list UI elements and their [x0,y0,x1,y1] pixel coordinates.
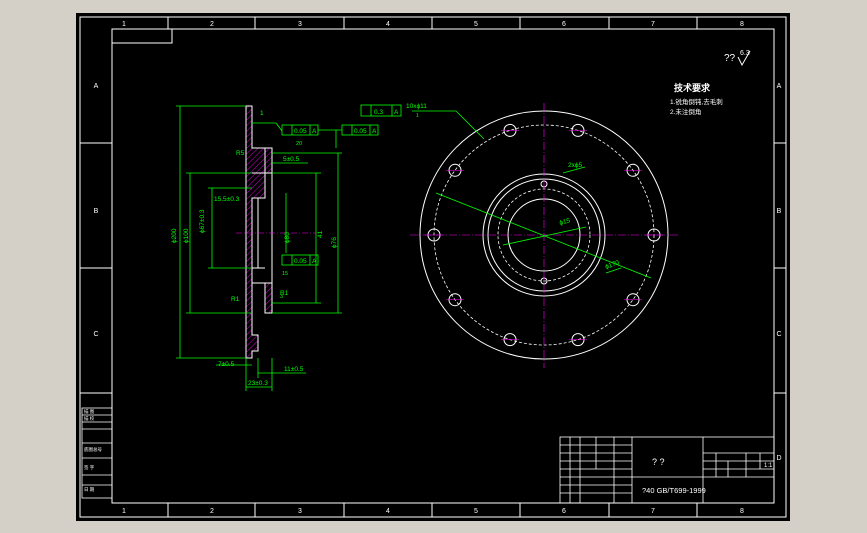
dim-15b: 15 [282,271,288,277]
dim-15: 15.5±0.3 [214,196,240,203]
tech-req-item: 1.锐角倒钝,去毛刺 [670,97,723,106]
dim-r1: R1 [280,290,289,297]
col-label: 4 [386,21,390,28]
col-label: 1 [122,21,126,28]
fcf-ref: A [312,128,317,135]
dim-80: ϕ80 [284,232,291,243]
col-label: 6 [562,21,566,28]
roughness-icon [737,50,751,67]
fcf-tol: 0.05 [354,128,367,135]
stamp-row: 日 期 [84,487,95,493]
flange-section [245,105,266,359]
col-label: 3 [298,508,302,515]
holes-sub: 1 [416,113,419,119]
col-label: 3 [298,21,302,28]
row-label: C [776,331,781,338]
dim-41: 41 [317,230,324,238]
fcf-box [281,254,319,266]
row-label: A [777,83,782,90]
pos-ref: A [394,109,399,116]
front-view: 0.3 A 10xϕ11 1 2xϕ5 ϕ15 ϕ170 [360,103,678,368]
col-label: 2 [210,508,214,515]
dim-5: 5±0.5 [283,156,300,163]
row-label: B [777,208,782,215]
section-view: 1 0.05 A 0.05 A 0.05 A R5 R1 R1 5±0.5 15… [171,105,379,391]
dim-11: 11±0.5 [284,366,304,373]
part-name: ? ? [652,457,665,467]
drawing-canvas[interactable]: 1 2 3 4 5 6 7 8 1 2 3 4 5 6 7 8 A B C A … [76,13,790,521]
col-label: 6 [562,508,566,515]
dim-3: 3 [280,294,283,300]
pos-tol: 0.3 [374,109,383,116]
col-label: 5 [474,21,478,28]
hub-section-lower [264,282,273,314]
col-label: 5 [474,508,478,515]
hub-section [264,147,273,174]
stamp-row: 签 字 [84,464,95,470]
col-label: 4 [386,508,390,515]
dim-20: 20 [296,141,302,147]
col-label: 8 [740,508,744,515]
drawing-svg: 1 2 3 4 5 6 7 8 1 2 3 4 5 6 7 8 A B C A … [79,16,787,518]
fcf-ref: A [372,128,377,135]
border-labels: 1 2 3 4 5 6 7 8 1 2 3 4 5 6 7 8 A B C A … [93,21,781,515]
dim-r5: R5 [236,150,245,157]
dim-15: ϕ15 [559,217,572,227]
dim-170: ϕ170 [604,259,620,271]
dim-7: 7±0.5 [218,361,235,368]
stamp-row: 底图总号 [84,446,102,453]
tech-req-item: 2.未注倒角 [670,107,701,116]
row-label: D [776,455,781,462]
fcf-tol: 0.05 [294,128,307,135]
col-label: 7 [651,508,655,515]
dim-67: ϕ67±0.3 [199,209,206,233]
fcf-ref: A [312,258,317,265]
scale: 1:1 [764,463,773,469]
col-label: 8 [740,21,744,28]
dim-1: 1 [260,110,264,117]
roughness-value: 6.3 [740,50,750,57]
row-label: A [94,83,99,90]
holes-callout: 10xϕ11 [406,103,427,110]
material: ?40 GB/T699-1999 [642,486,706,495]
tech-req-title: 技术要求 [674,82,711,93]
dim-23: 23±0.3 [248,380,268,387]
top-right-mark: ?? [724,53,736,64]
title-block: ? ? ?40 GB/T699-1999 1:1 [559,436,775,504]
dim-100: ϕ100 [183,228,190,243]
fcf-tol: 0.05 [294,258,307,265]
dim-r1: R1 [231,296,240,303]
dim-200: ϕ200 [171,228,178,243]
col-label: 2 [210,21,214,28]
row-label: B [94,208,99,215]
dim-76: ϕ76 [331,237,338,248]
dim-2x5: 2xϕ5 [568,162,583,169]
col-label: 7 [651,21,655,28]
left-stamp: 描 图 描 校 底图总号 签 字 日 期 [81,407,113,499]
stamp-row: 描 图 [84,408,95,415]
col-label: 1 [122,508,126,515]
stamp-row: 描 校 [84,415,95,422]
row-label: C [93,331,98,338]
drawing-frame [79,16,787,518]
